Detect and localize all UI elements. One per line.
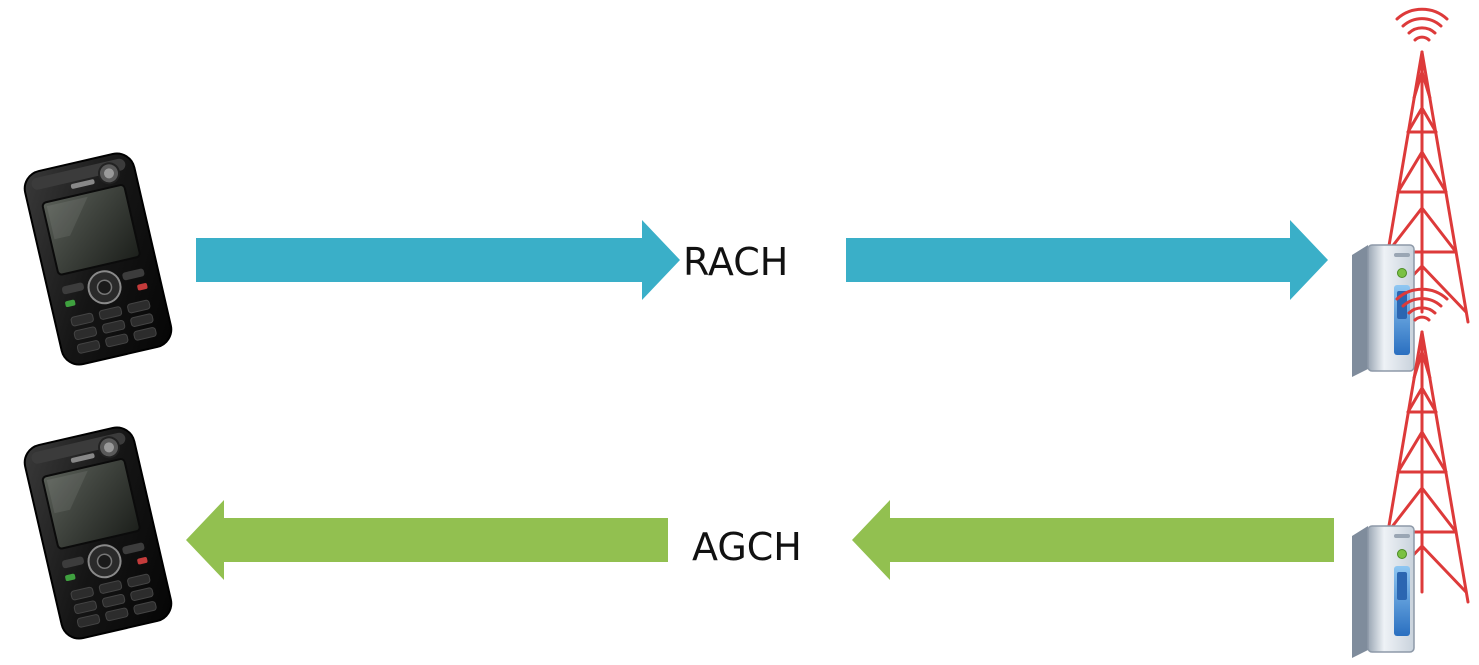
base-station-server-icon — [1351, 525, 1415, 659]
flow-row-rach: RACH — [20, 7, 1470, 378]
arrow-head-right — [846, 220, 1328, 300]
flow-row-agch: AGCH — [0, 287, 1479, 665]
right-arrow-shape — [196, 220, 680, 300]
mobile-phone-icon — [20, 422, 176, 644]
arrow-head-left — [186, 500, 668, 580]
flow-label: AGCH — [692, 525, 802, 569]
right-arrow-shape — [846, 220, 1328, 300]
left-arrow-shape — [852, 500, 1334, 580]
left-arrow-shape — [186, 500, 668, 580]
arrow-head-right — [196, 220, 680, 300]
arrow-head-left — [852, 500, 1334, 580]
flow-label: RACH — [683, 240, 789, 284]
